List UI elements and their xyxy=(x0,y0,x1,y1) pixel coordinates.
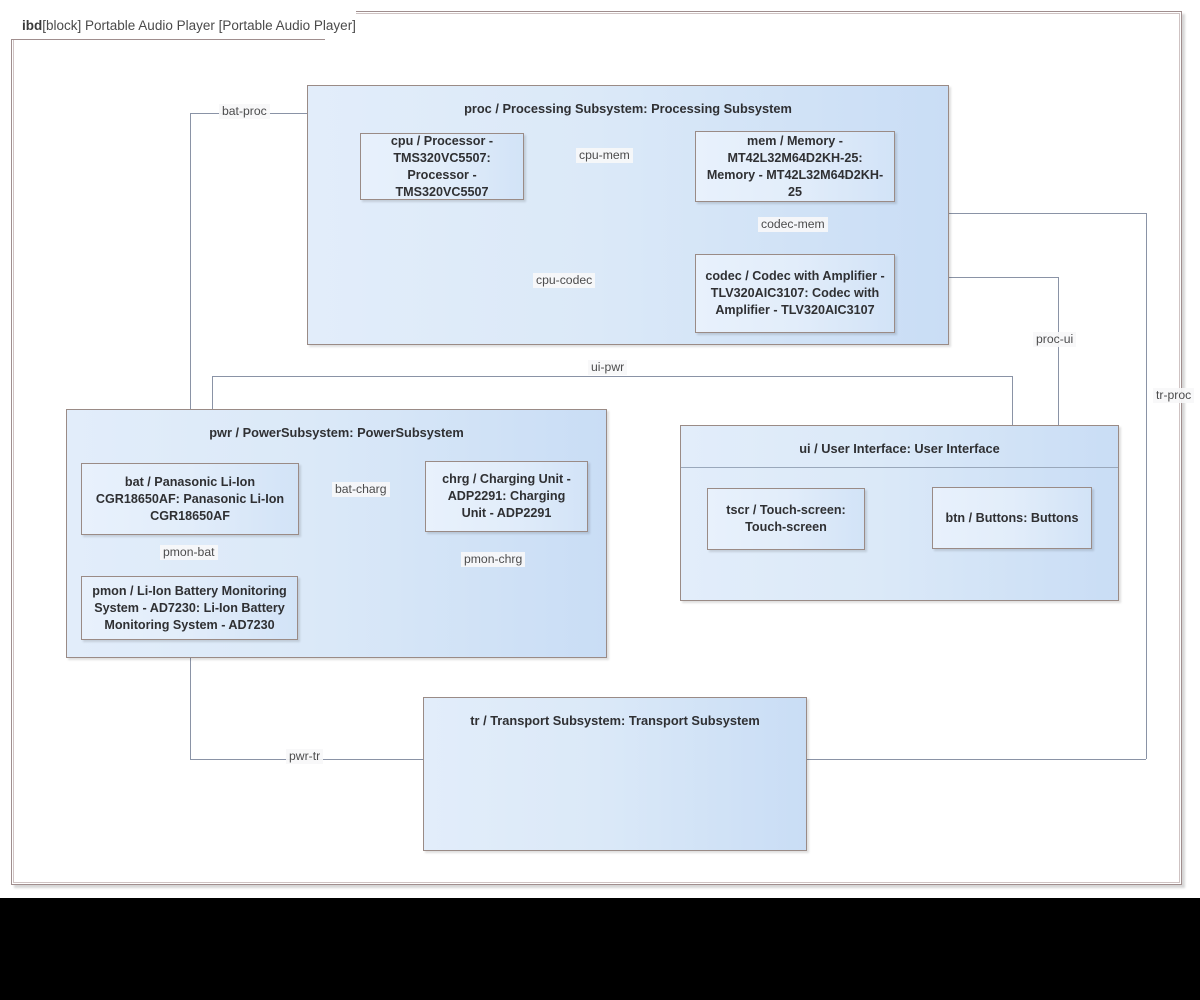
tab-underline xyxy=(11,39,325,40)
part-chrg-charging-unit[interactable]: chrg / Charging Unit - ADP2291: Charging… xyxy=(425,461,588,532)
connector-proc-ui-segment-v[interactable] xyxy=(1058,277,1059,487)
connector-label-cpu-mem: cpu-mem xyxy=(576,148,633,163)
diagram-frame-title-text: ibd[block] Portable Audio Player [Portab… xyxy=(11,11,356,40)
connector-tr-proc-segment-v[interactable] xyxy=(1146,213,1147,759)
connector-ui-pwr-segment-v-right[interactable] xyxy=(1012,376,1013,425)
block-processing-subsystem-title: proc / Processing Subsystem: Processing … xyxy=(464,101,792,116)
part-mem-memory[interactable]: mem / Memory - MT42L32M64D2KH-25: Memory… xyxy=(695,131,895,202)
connector-proc-ui-segment-h[interactable] xyxy=(949,277,1058,278)
connector-tr-proc-segment-h2[interactable] xyxy=(807,759,1146,760)
connector-label-pmon-chrg: pmon-chrg xyxy=(461,552,526,567)
connector-label-tr-proc: tr-proc xyxy=(1153,388,1195,403)
connector-label-codec-mem: codec-mem xyxy=(758,217,828,232)
part-btn-buttons[interactable]: btn / Buttons: Buttons xyxy=(932,487,1092,549)
connector-pwr-tr-segment-v[interactable] xyxy=(190,658,191,759)
diagram-canvas: ibd[block] Portable Audio Player [Portab… xyxy=(0,0,1200,898)
tab-diagonal-edge xyxy=(319,11,349,40)
connector-tr-proc-segment-h1[interactable] xyxy=(949,213,1146,214)
part-pmon-battery-monitoring[interactable]: pmon / Li-Ion Battery Monitoring System … xyxy=(81,576,298,640)
connector-label-proc-ui: proc-ui xyxy=(1033,332,1077,347)
part-tscr-touch-screen[interactable]: tscr / Touch-screen: Touch-screen xyxy=(707,488,865,550)
part-bat-battery[interactable]: bat / Panasonic Li-Ion CGR18650AF: Panas… xyxy=(81,463,299,535)
diagram-title-label: [block] Portable Audio Player [Portable … xyxy=(42,18,356,33)
connector-label-bat-proc: bat-proc xyxy=(219,104,270,119)
block-user-interface-compartment-divider xyxy=(681,467,1118,468)
block-user-interface-title: ui / User Interface: User Interface xyxy=(799,441,1000,456)
block-transport-subsystem-title: tr / Transport Subsystem: Transport Subs… xyxy=(470,713,760,728)
connector-label-cpu-codec: cpu-codec xyxy=(533,273,596,288)
block-power-subsystem-title: pwr / PowerSubsystem: PowerSubsystem xyxy=(209,425,464,440)
part-codec-amplifier[interactable]: codec / Codec with Amplifier - TLV320AIC… xyxy=(695,254,895,333)
connector-ui-pwr-segment-h[interactable] xyxy=(212,376,1012,377)
connector-bat-proc-segment-v[interactable] xyxy=(190,113,191,463)
connector-label-pmon-bat: pmon-bat xyxy=(160,545,218,560)
connector-label-bat-charg: bat-charg xyxy=(332,482,390,497)
diagram-kind-keyword: ibd xyxy=(22,18,43,33)
connector-label-ui-pwr: ui-pwr xyxy=(588,360,628,375)
part-cpu-processor[interactable]: cpu / Processor - TMS320VC5507: Processo… xyxy=(360,133,524,200)
connector-label-pwr-tr: pwr-tr xyxy=(286,749,324,764)
block-transport-subsystem[interactable]: tr / Transport Subsystem: Transport Subs… xyxy=(423,697,807,851)
diagram-frame-title-tab[interactable]: ibd[block] Portable Audio Player [Portab… xyxy=(11,11,356,40)
